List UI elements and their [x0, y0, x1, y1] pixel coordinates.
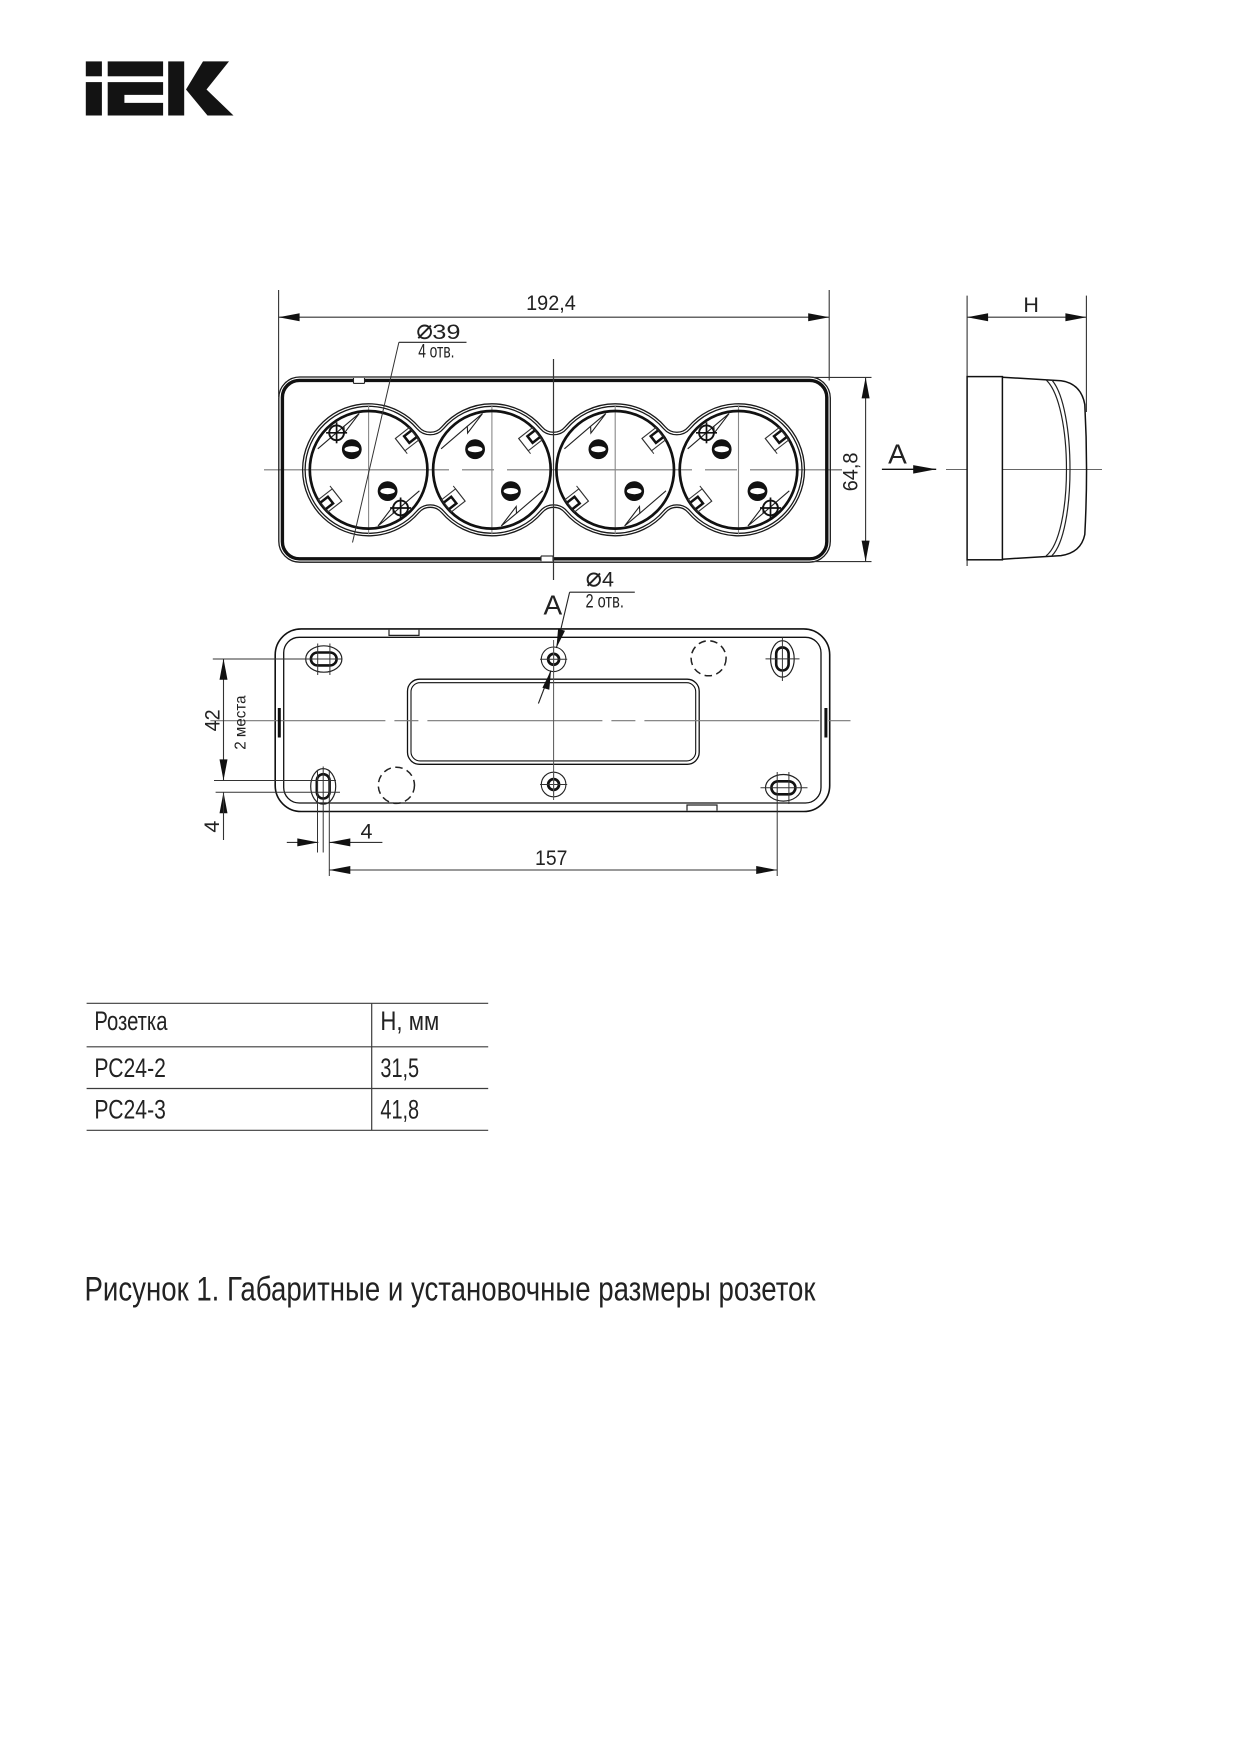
- svg-text:4: 4: [200, 821, 224, 833]
- svg-text:4: 4: [361, 820, 373, 844]
- svg-text:РС24-3: РС24-3: [94, 1095, 165, 1125]
- svg-text:31,5: 31,5: [380, 1053, 419, 1083]
- svg-text:А: А: [543, 589, 562, 620]
- svg-text:Розетка: Розетка: [94, 1006, 167, 1036]
- svg-text:2 места: 2 места: [233, 695, 250, 749]
- svg-text:42: 42: [200, 709, 224, 731]
- svg-text:2 отв.: 2 отв.: [586, 591, 624, 613]
- svg-text:Рисунок 1. Габаритные и устано: Рисунок 1. Габаритные и установочные раз…: [85, 1270, 817, 1308]
- svg-text:4: 4: [602, 568, 614, 592]
- svg-text:РС24-2: РС24-2: [94, 1053, 165, 1083]
- svg-text:Н, мм: Н, мм: [380, 1006, 439, 1036]
- svg-text:Н: Н: [1023, 293, 1039, 317]
- svg-text:А: А: [888, 438, 907, 469]
- svg-text:64,8: 64,8: [839, 453, 863, 492]
- svg-text:4 отв.: 4 отв.: [418, 340, 454, 362]
- svg-text:192,4: 192,4: [526, 291, 576, 315]
- svg-text:39: 39: [432, 320, 460, 344]
- svg-text:41,8: 41,8: [380, 1095, 419, 1125]
- svg-text:157: 157: [535, 846, 567, 870]
